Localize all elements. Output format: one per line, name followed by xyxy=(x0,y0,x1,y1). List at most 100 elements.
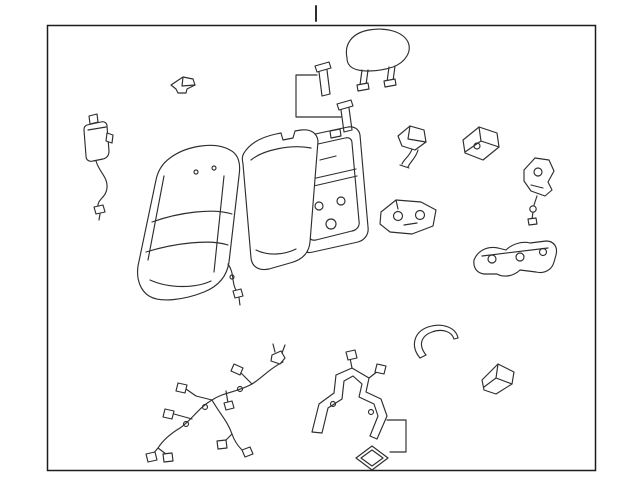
hook-clip-fold xyxy=(407,125,427,143)
part-seatback-pad xyxy=(241,129,319,271)
support-bracket-outline xyxy=(473,240,558,277)
harness-connector xyxy=(241,446,254,458)
cover-cord-connector xyxy=(232,288,244,299)
pad-top-seam xyxy=(250,146,312,161)
part-support-bracket xyxy=(473,240,558,277)
grouping-callout-top xyxy=(295,74,342,118)
harness-clip xyxy=(201,403,209,411)
part-guide-bushings xyxy=(295,61,354,133)
u-wire-caps xyxy=(419,337,459,359)
folded-clip-folds xyxy=(483,363,513,388)
channel-connector xyxy=(374,363,387,375)
u-wire-inner xyxy=(420,329,455,356)
cover-side-seams xyxy=(147,175,225,273)
part-folded-clip xyxy=(481,363,515,395)
cover-button xyxy=(193,169,199,175)
hook-bracket-outline xyxy=(523,157,555,197)
hook-clip-stem xyxy=(399,148,419,169)
channel-connector xyxy=(345,349,358,361)
diamond-clip-outline xyxy=(355,445,389,471)
hook-clip-outline xyxy=(397,125,427,151)
sensor-side-tab xyxy=(105,132,114,144)
pad-bottom-seam xyxy=(255,248,297,255)
lock-plate-hole xyxy=(392,210,404,222)
part-box-bracket xyxy=(462,126,500,161)
channel-hole xyxy=(329,400,337,408)
harness-branch xyxy=(185,388,213,401)
hook-bracket-line xyxy=(530,184,544,206)
part-trim-clip xyxy=(170,76,196,94)
part-sensor-cable xyxy=(83,113,114,221)
cover-button xyxy=(211,165,217,171)
frame-hole xyxy=(314,201,324,211)
channel-outer xyxy=(311,367,388,440)
bolt-shaft xyxy=(531,211,534,220)
channel-hole xyxy=(367,408,375,416)
harness-clip xyxy=(236,385,244,393)
border-frame xyxy=(46,24,597,472)
bolt-ring xyxy=(529,205,537,213)
box-bracket-hole xyxy=(473,142,481,150)
harness-branch xyxy=(239,371,253,385)
u-wire-outer xyxy=(413,324,459,359)
harness-branch xyxy=(173,413,193,420)
part-hook-clip xyxy=(397,125,427,169)
sensor-cable xyxy=(95,160,108,208)
part-frame-harness xyxy=(311,349,388,440)
harness-connector xyxy=(230,363,244,376)
part-seatback-cover xyxy=(136,144,244,306)
headrest-body xyxy=(345,28,410,72)
headrest-stem-foot xyxy=(383,78,397,88)
hook-bracket-hole xyxy=(533,167,543,177)
grouping-callout-bottom xyxy=(386,419,407,453)
bolt-foot xyxy=(527,217,538,226)
bushing-cap xyxy=(314,61,332,73)
frame-hole xyxy=(325,218,337,230)
part-headrest xyxy=(345,28,410,92)
headrest-stem-foot xyxy=(356,82,370,92)
sensor-body xyxy=(83,121,110,162)
support-bracket-hole xyxy=(515,252,525,262)
harness-connector xyxy=(175,382,188,394)
channel-caps xyxy=(311,431,378,440)
part-diamond-clip xyxy=(355,445,389,471)
sensor-body-line xyxy=(87,126,107,131)
harness-connector xyxy=(145,451,158,463)
pad-outline xyxy=(241,129,319,271)
harness-connector xyxy=(162,408,175,420)
cover-outline xyxy=(136,144,241,301)
part-main-harness xyxy=(145,343,286,463)
cover-cord xyxy=(227,263,241,306)
lock-plate-hole xyxy=(414,209,426,221)
harness-connector xyxy=(223,400,235,411)
bushing-body xyxy=(340,107,353,133)
lock-plate-outline xyxy=(379,199,437,235)
bushing-body xyxy=(318,69,331,97)
part-hook-bracket xyxy=(523,157,555,226)
part-u-trim-wire xyxy=(413,324,459,359)
sensor-connector-tail xyxy=(98,213,101,221)
harness-connector xyxy=(162,452,174,463)
harness-top-clip xyxy=(270,350,286,365)
cover-seam-line xyxy=(145,241,229,253)
part-lock-plate xyxy=(379,199,437,235)
support-bracket-edge xyxy=(481,247,549,257)
trim-clip-fold xyxy=(181,76,196,87)
cover-cord-clip xyxy=(229,274,235,280)
trim-clip-outline xyxy=(170,76,196,94)
harness-connector xyxy=(216,439,228,450)
box-bracket-outline xyxy=(462,126,500,161)
frame-hole xyxy=(336,196,346,206)
headrest-stem xyxy=(359,69,369,86)
harness-top-prongs xyxy=(272,343,286,354)
harness-trunk xyxy=(157,361,284,449)
diamond-clip-inner xyxy=(360,449,384,467)
bushing-cap xyxy=(336,99,354,111)
harness-clip xyxy=(182,420,190,428)
sensor-connector xyxy=(93,204,106,215)
headrest-stem xyxy=(386,65,396,83)
channel-inner xyxy=(321,375,379,437)
lock-plate-slot xyxy=(395,199,418,226)
